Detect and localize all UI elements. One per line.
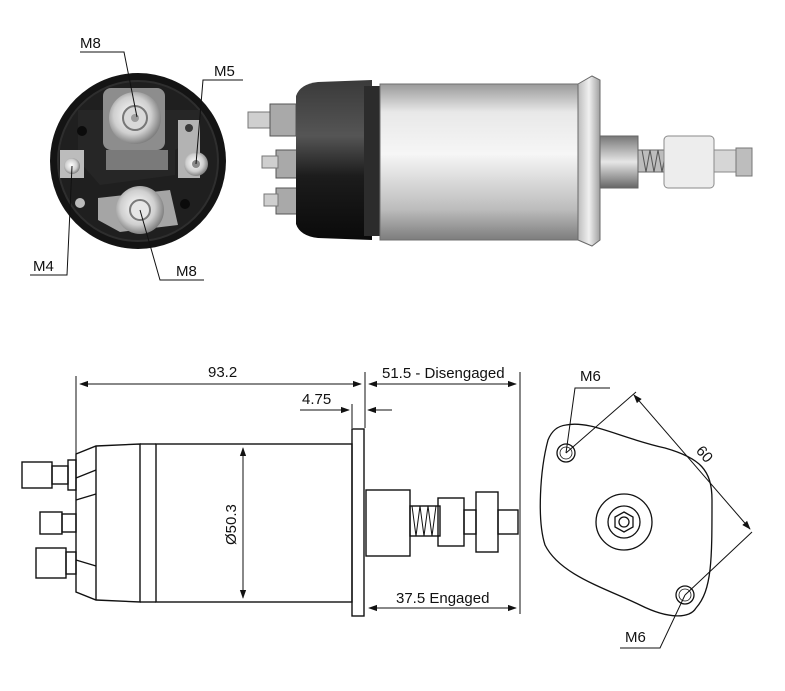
side-photo-plunger-boot	[663, 135, 715, 189]
dim-hole-spacing: 60	[692, 443, 716, 467]
label-hole-top: M6	[580, 368, 601, 385]
flange-view	[539, 387, 753, 649]
dim-overall-length: 93.2	[208, 364, 237, 381]
drawing-terminals	[21, 459, 97, 579]
flange-hole-bottom	[675, 585, 695, 605]
solenoid-side-photo	[247, 75, 753, 247]
drawing-body-outline	[155, 443, 353, 603]
side-photo-studs	[247, 103, 301, 215]
label-hole-bottom: M6	[625, 629, 646, 646]
dim-disengaged: 51.5 - Disengaged	[382, 365, 505, 382]
end-view-callouts	[30, 51, 243, 281]
drawing-plunger-eyelet	[475, 491, 499, 553]
dim-flange-thickness: 4.75	[302, 391, 331, 408]
flange-hole-top	[556, 443, 576, 463]
drawing-plunger-outline	[365, 489, 411, 557]
hole-spacing-dim	[633, 394, 751, 530]
side-photo-flange	[577, 75, 601, 247]
flange-boss	[595, 493, 653, 551]
dim-diameter: Ø50.3	[223, 504, 240, 545]
dim-engaged: 37.5 Engaged	[396, 590, 489, 607]
label-m8-bottom: M8	[176, 263, 197, 280]
side-photo-cap	[296, 80, 372, 240]
drawing-cap-outline	[75, 443, 141, 603]
side-photo-body	[379, 83, 581, 241]
terminal-end-view	[50, 73, 226, 249]
m8-top-stud	[103, 88, 165, 150]
dimension-lines	[75, 372, 521, 614]
label-m5: M5	[214, 63, 235, 80]
drawing-flange-outline	[351, 428, 365, 617]
label-m4: M4	[33, 258, 54, 275]
side-photo-plunger	[599, 135, 639, 189]
side-drawing	[21, 428, 519, 617]
label-m8-top: M8	[80, 35, 101, 52]
